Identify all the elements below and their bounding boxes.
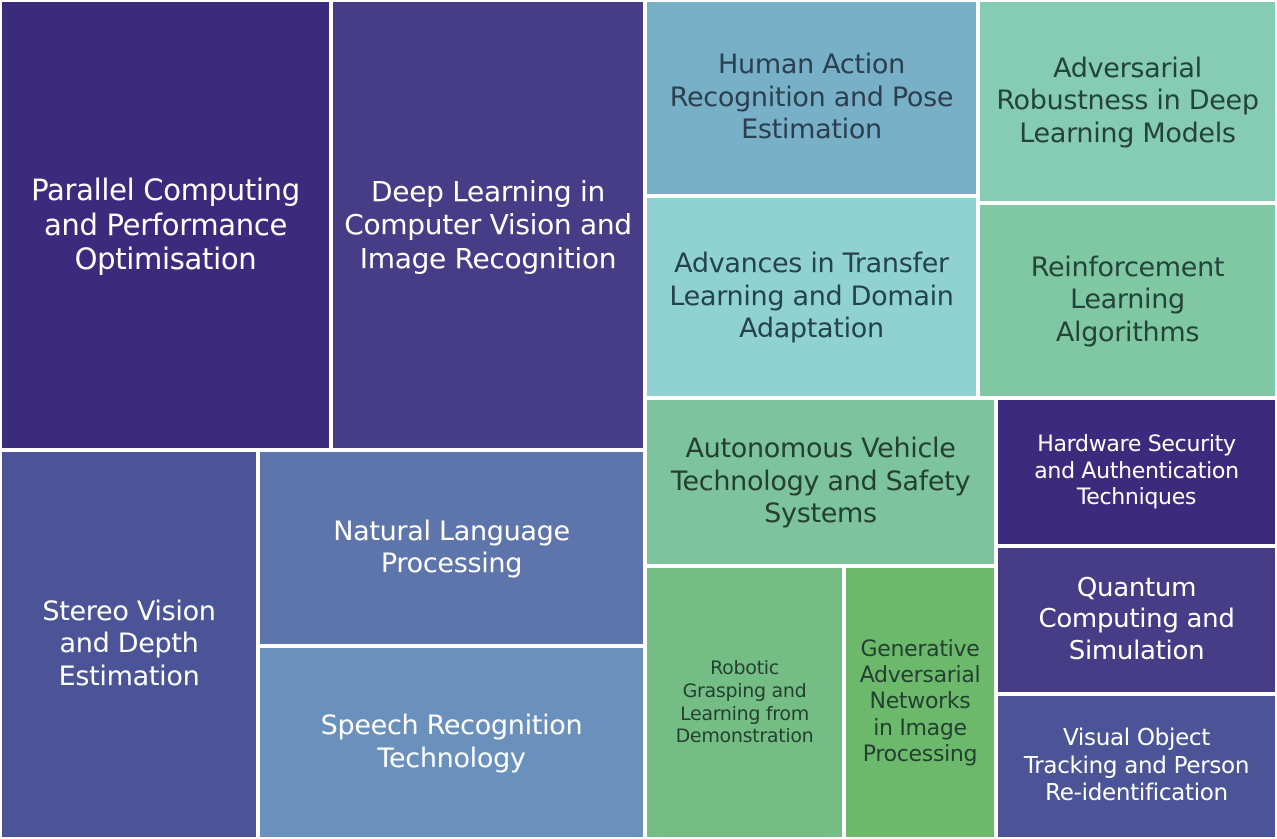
treemap-tile: Reinforcement Learning Algorithms [978, 203, 1277, 398]
tile-label: Quantum Computing and Simulation [1038, 573, 1235, 666]
tile-label: Reinforcement Learning Algorithms [1030, 251, 1225, 348]
treemap-tile: Quantum Computing and Simulation [996, 546, 1277, 694]
tile-label: Parallel Computing and Performance Optim… [31, 172, 300, 277]
treemap-tile: Robotic Grasping and Learning from Demon… [645, 566, 844, 839]
tile-label: Deep Learning in Computer Vision and Ima… [344, 174, 632, 275]
treemap-tile: Advances in Transfer Learning and Domain… [645, 196, 978, 398]
treemap-tile: Parallel Computing and Performance Optim… [0, 0, 331, 450]
tile-label: Autonomous Vehicle Technology and Safety… [670, 433, 971, 530]
treemap-tile: Human Action Recognition and Pose Estima… [645, 0, 978, 196]
treemap-tile: Hardware Security and Authentication Tec… [996, 398, 1277, 546]
treemap-tile: Generative Adversarial Networks in Image… [844, 566, 996, 839]
treemap-tile: Natural Language Processing [258, 450, 645, 646]
tile-label: Generative Adversarial Networks in Image… [859, 636, 981, 768]
tile-label: Natural Language Processing [333, 515, 570, 579]
treemap-tile: Stereo Vision and Depth Estimation [0, 450, 258, 839]
tile-label: Human Action Recognition and Pose Estima… [669, 49, 954, 146]
treemap-tile: Deep Learning in Computer Vision and Ima… [331, 0, 645, 450]
tile-label: Adversarial Robustness in Deep Learning … [996, 52, 1259, 149]
tile-label: Speech Recognition Technology [320, 710, 583, 774]
tile-label: Visual Object Tracking and Person Re-ide… [1023, 725, 1250, 807]
tile-label: Advances in Transfer Learning and Domain… [669, 248, 954, 345]
tile-label: Robotic Grasping and Learning from Demon… [675, 656, 814, 748]
treemap-tile: Visual Object Tracking and Person Re-ide… [996, 694, 1277, 839]
treemap-tile: Speech Recognition Technology [258, 646, 645, 839]
tile-label: Hardware Security and Authentication Tec… [1034, 432, 1239, 511]
treemap-tile: Autonomous Vehicle Technology and Safety… [645, 398, 996, 566]
treemap-tile: Adversarial Robustness in Deep Learning … [978, 0, 1277, 203]
tile-label: Stereo Vision and Depth Estimation [42, 595, 216, 692]
